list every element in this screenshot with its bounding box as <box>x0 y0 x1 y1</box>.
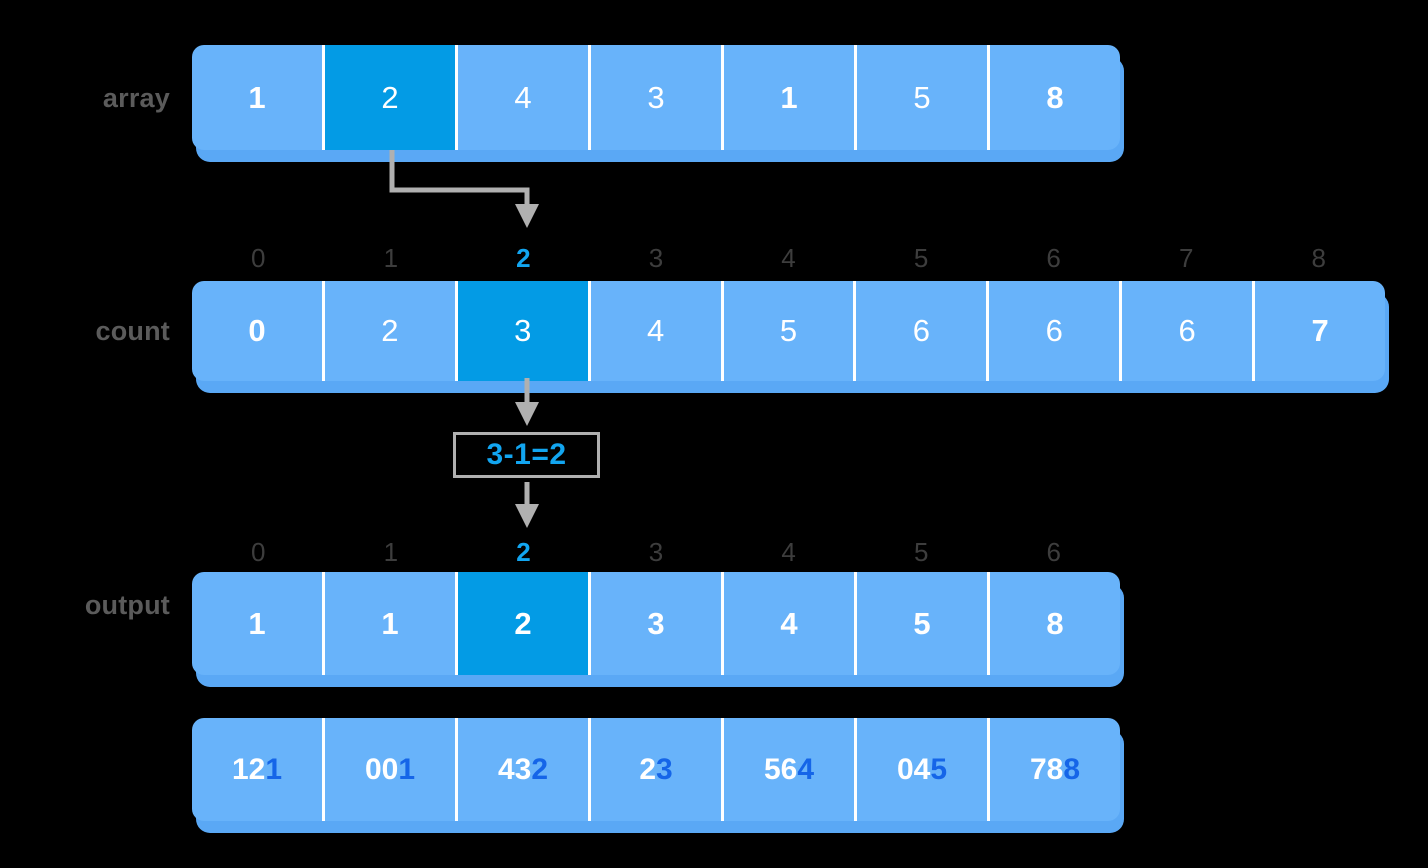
digit-pair-5: 045 <box>897 753 947 787</box>
formula-box: 3-1=2 <box>453 432 600 478</box>
count-cell-4[interactable]: 5 <box>723 281 857 381</box>
output-index-0: 0 <box>251 537 266 567</box>
output-cell-3[interactable]: 3 <box>591 572 724 675</box>
output-cell-5[interactable]: 5 <box>857 572 990 675</box>
count-index-5: 5 <box>913 243 929 273</box>
digit-pair-2: 432 <box>498 753 548 787</box>
count-cell-6[interactable]: 6 <box>989 281 1123 381</box>
output-bar: 1 1 2 3 4 5 8 <box>192 572 1124 687</box>
digit-last-6: 8 <box>1063 752 1081 786</box>
output-cell-4[interactable]: 4 <box>724 572 857 675</box>
count-index-8: 8 <box>1311 243 1327 273</box>
digit-prefix-1: 00 <box>364 752 399 786</box>
digit-pair-6: 788 <box>1030 753 1080 787</box>
count-cells: 0 2 3 4 5 6 6 6 7 <box>192 281 1385 381</box>
digit-prefix-3: 2 <box>639 752 656 786</box>
count-cell-0[interactable]: 0 <box>192 281 325 381</box>
digit-last-1: 1 <box>398 752 416 786</box>
digits-cell-4[interactable]: 564 <box>724 718 857 821</box>
output-index-2: 2 <box>516 537 531 567</box>
digits-cell-0[interactable]: 121 <box>192 718 325 821</box>
count-cell-1[interactable]: 2 <box>324 281 458 381</box>
output-cells: 1 1 2 3 4 5 8 <box>192 572 1120 675</box>
connector-array-to-count <box>389 150 539 228</box>
digit-last-5: 5 <box>930 752 948 786</box>
array-cell-2[interactable]: 4 <box>458 45 591 150</box>
digits-cell-3[interactable]: 23 <box>591 718 724 821</box>
digit-pair-1: 001 <box>365 753 415 787</box>
connector-count-to-formula <box>515 378 539 426</box>
output-cell-1[interactable]: 1 <box>325 572 458 675</box>
output-index-1: 1 <box>383 537 399 567</box>
count-index-1: 1 <box>383 243 399 273</box>
output-index-row: 0 1 2 3 4 5 6 <box>192 537 1120 568</box>
row-label-array: array <box>102 83 170 113</box>
count-index-0: 0 <box>251 243 266 273</box>
output-index-6: 6 <box>1046 537 1061 567</box>
output-cell-6[interactable]: 8 <box>990 572 1120 675</box>
output-index-3: 3 <box>648 537 664 567</box>
count-cell-7[interactable]: 6 <box>1122 281 1256 381</box>
output-cell-2[interactable]: 2 <box>458 572 591 675</box>
digits-bar: 121 001 432 23 564 045 788 <box>192 718 1124 833</box>
count-cell-5[interactable]: 6 <box>856 281 990 381</box>
array-cell-3[interactable]: 3 <box>591 45 724 150</box>
digit-last-0: 1 <box>265 752 283 786</box>
row-label-count: count <box>95 316 170 346</box>
array-cell-5[interactable]: 5 <box>857 45 990 150</box>
array-cell-1[interactable]: 2 <box>325 45 458 150</box>
connector-formula-to-output <box>515 482 539 528</box>
digit-prefix-2: 43 <box>497 752 532 786</box>
digit-prefix-5: 04 <box>896 752 931 786</box>
digits-cell-1[interactable]: 001 <box>325 718 458 821</box>
count-cell-3[interactable]: 4 <box>590 281 724 381</box>
count-index-4: 4 <box>781 243 796 273</box>
array-cell-0[interactable]: 1 <box>192 45 325 150</box>
digits-cells: 121 001 432 23 564 045 788 <box>192 718 1120 821</box>
row-label-output: output <box>84 590 170 620</box>
count-bar: 0 2 3 4 5 6 6 6 7 <box>192 281 1389 393</box>
output-index-5: 5 <box>913 537 929 567</box>
count-index-row: 0 1 2 3 4 5 6 7 8 <box>192 243 1385 274</box>
array-cells: 1 2 4 3 1 5 8 <box>192 45 1120 150</box>
digits-cell-5[interactable]: 045 <box>857 718 990 821</box>
array-bar: 1 2 4 3 1 5 8 <box>192 45 1124 162</box>
digit-last-2: 2 <box>531 752 549 786</box>
count-index-3: 3 <box>648 243 664 273</box>
digit-last-4: 4 <box>797 752 815 786</box>
count-index-6: 6 <box>1046 243 1061 273</box>
digit-pair-4: 564 <box>764 753 814 787</box>
output-cell-0[interactable]: 1 <box>192 572 325 675</box>
output-index-4: 4 <box>781 537 796 567</box>
digits-cell-2[interactable]: 432 <box>458 718 591 821</box>
digit-pair-0: 121 <box>232 753 282 787</box>
digit-last-3: 3 <box>656 752 673 786</box>
count-index-2: 2 <box>516 243 531 273</box>
count-cell-8[interactable]: 7 <box>1255 281 1385 381</box>
digit-pair-3: 23 <box>639 753 672 787</box>
count-cell-2[interactable]: 3 <box>457 281 591 381</box>
digit-prefix-6: 78 <box>1029 752 1064 786</box>
array-cell-6[interactable]: 8 <box>990 45 1120 150</box>
digits-cell-6[interactable]: 788 <box>990 718 1120 821</box>
count-index-7: 7 <box>1178 243 1194 273</box>
array-cell-4[interactable]: 1 <box>724 45 857 150</box>
digit-prefix-0: 12 <box>231 752 266 786</box>
digit-prefix-4: 56 <box>763 752 798 786</box>
